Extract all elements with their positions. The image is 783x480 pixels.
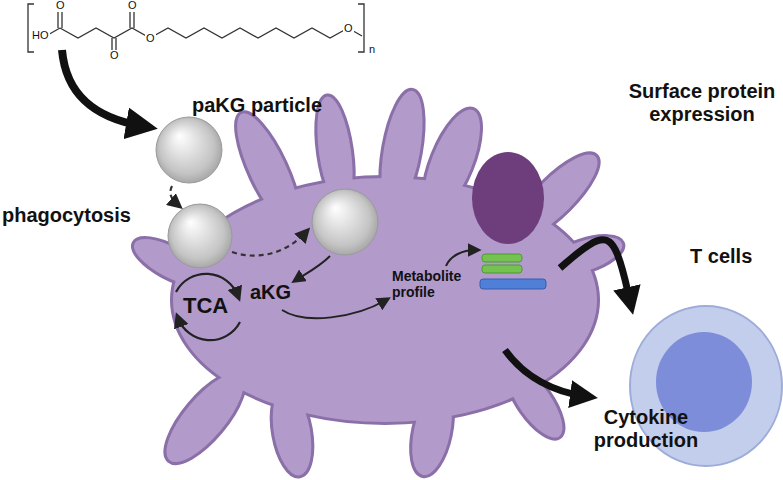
carbonyl-bond: [111, 38, 112, 50]
expression-arrow: [446, 250, 476, 266]
atom-label: O: [343, 23, 354, 34]
dashed-arrow: [170, 186, 178, 205]
cell-lobe: [374, 88, 430, 212]
cell-lobe: [541, 229, 626, 282]
carbonyl-bond: [133, 12, 134, 28]
atom-label: O: [109, 50, 120, 61]
signal-arrow: [560, 240, 630, 301]
engulfed-particle: [168, 204, 232, 268]
carbonyl-bond: [57, 12, 58, 28]
surface-protein: [482, 254, 522, 262]
cytokine-arrow: [505, 350, 584, 396]
cell-lobe: [267, 386, 318, 479]
pathway-label: TCA: [183, 293, 228, 318]
tca-cycle-arrow: [176, 274, 238, 296]
chemical-structure: [28, 4, 364, 52]
carbonyl-bond: [129, 12, 130, 28]
particle-label: paKG particle: [192, 94, 322, 117]
process-label: Cytokine production: [588, 406, 704, 452]
edge-label: Surface protein expression: [624, 80, 780, 126]
release-arrow: [296, 256, 330, 280]
carbon-chain: [60, 28, 348, 38]
carbonyl-bond: [115, 38, 116, 50]
cell-lobe: [154, 363, 255, 473]
particle-node: paKG particle: [190, 92, 325, 119]
cell-nucleus: [472, 152, 544, 244]
metabolite-arrow: [282, 300, 386, 318]
metabolite-label: aKG: [250, 281, 291, 304]
repeat-bracket: [358, 4, 364, 52]
process-label: Metabolite profile: [392, 268, 496, 300]
dashed-arrow: [232, 232, 306, 256]
dendritic-cell: TCA aKG Metabolite profile: [148, 88, 560, 473]
repeat-bracket: [28, 4, 34, 52]
carbonyl-bond: [61, 12, 62, 28]
synthesis-arrow: [62, 50, 142, 126]
cell-lobe: [498, 358, 572, 445]
surface-protein: [482, 265, 522, 273]
dendritic-cell-outline: [128, 88, 627, 479]
cell-lobe: [405, 385, 459, 479]
repeat-count: n: [368, 44, 376, 55]
cell-lobe: [225, 106, 310, 234]
dendritic-cell-body: [128, 88, 627, 479]
process-label: phagocytosis: [2, 204, 131, 227]
cell-lobe: [154, 363, 255, 473]
atom-label: O: [145, 33, 156, 44]
atom-label: O: [127, 0, 138, 11]
cell-label: T cells: [690, 245, 752, 268]
tca-cycle-arrow: [178, 318, 240, 340]
internalized-particle: [312, 189, 378, 255]
pakg-particle: [156, 117, 222, 183]
atom-label: HO: [31, 30, 50, 41]
surface-receptor: [480, 279, 546, 289]
atom-label: O: [55, 0, 66, 11]
